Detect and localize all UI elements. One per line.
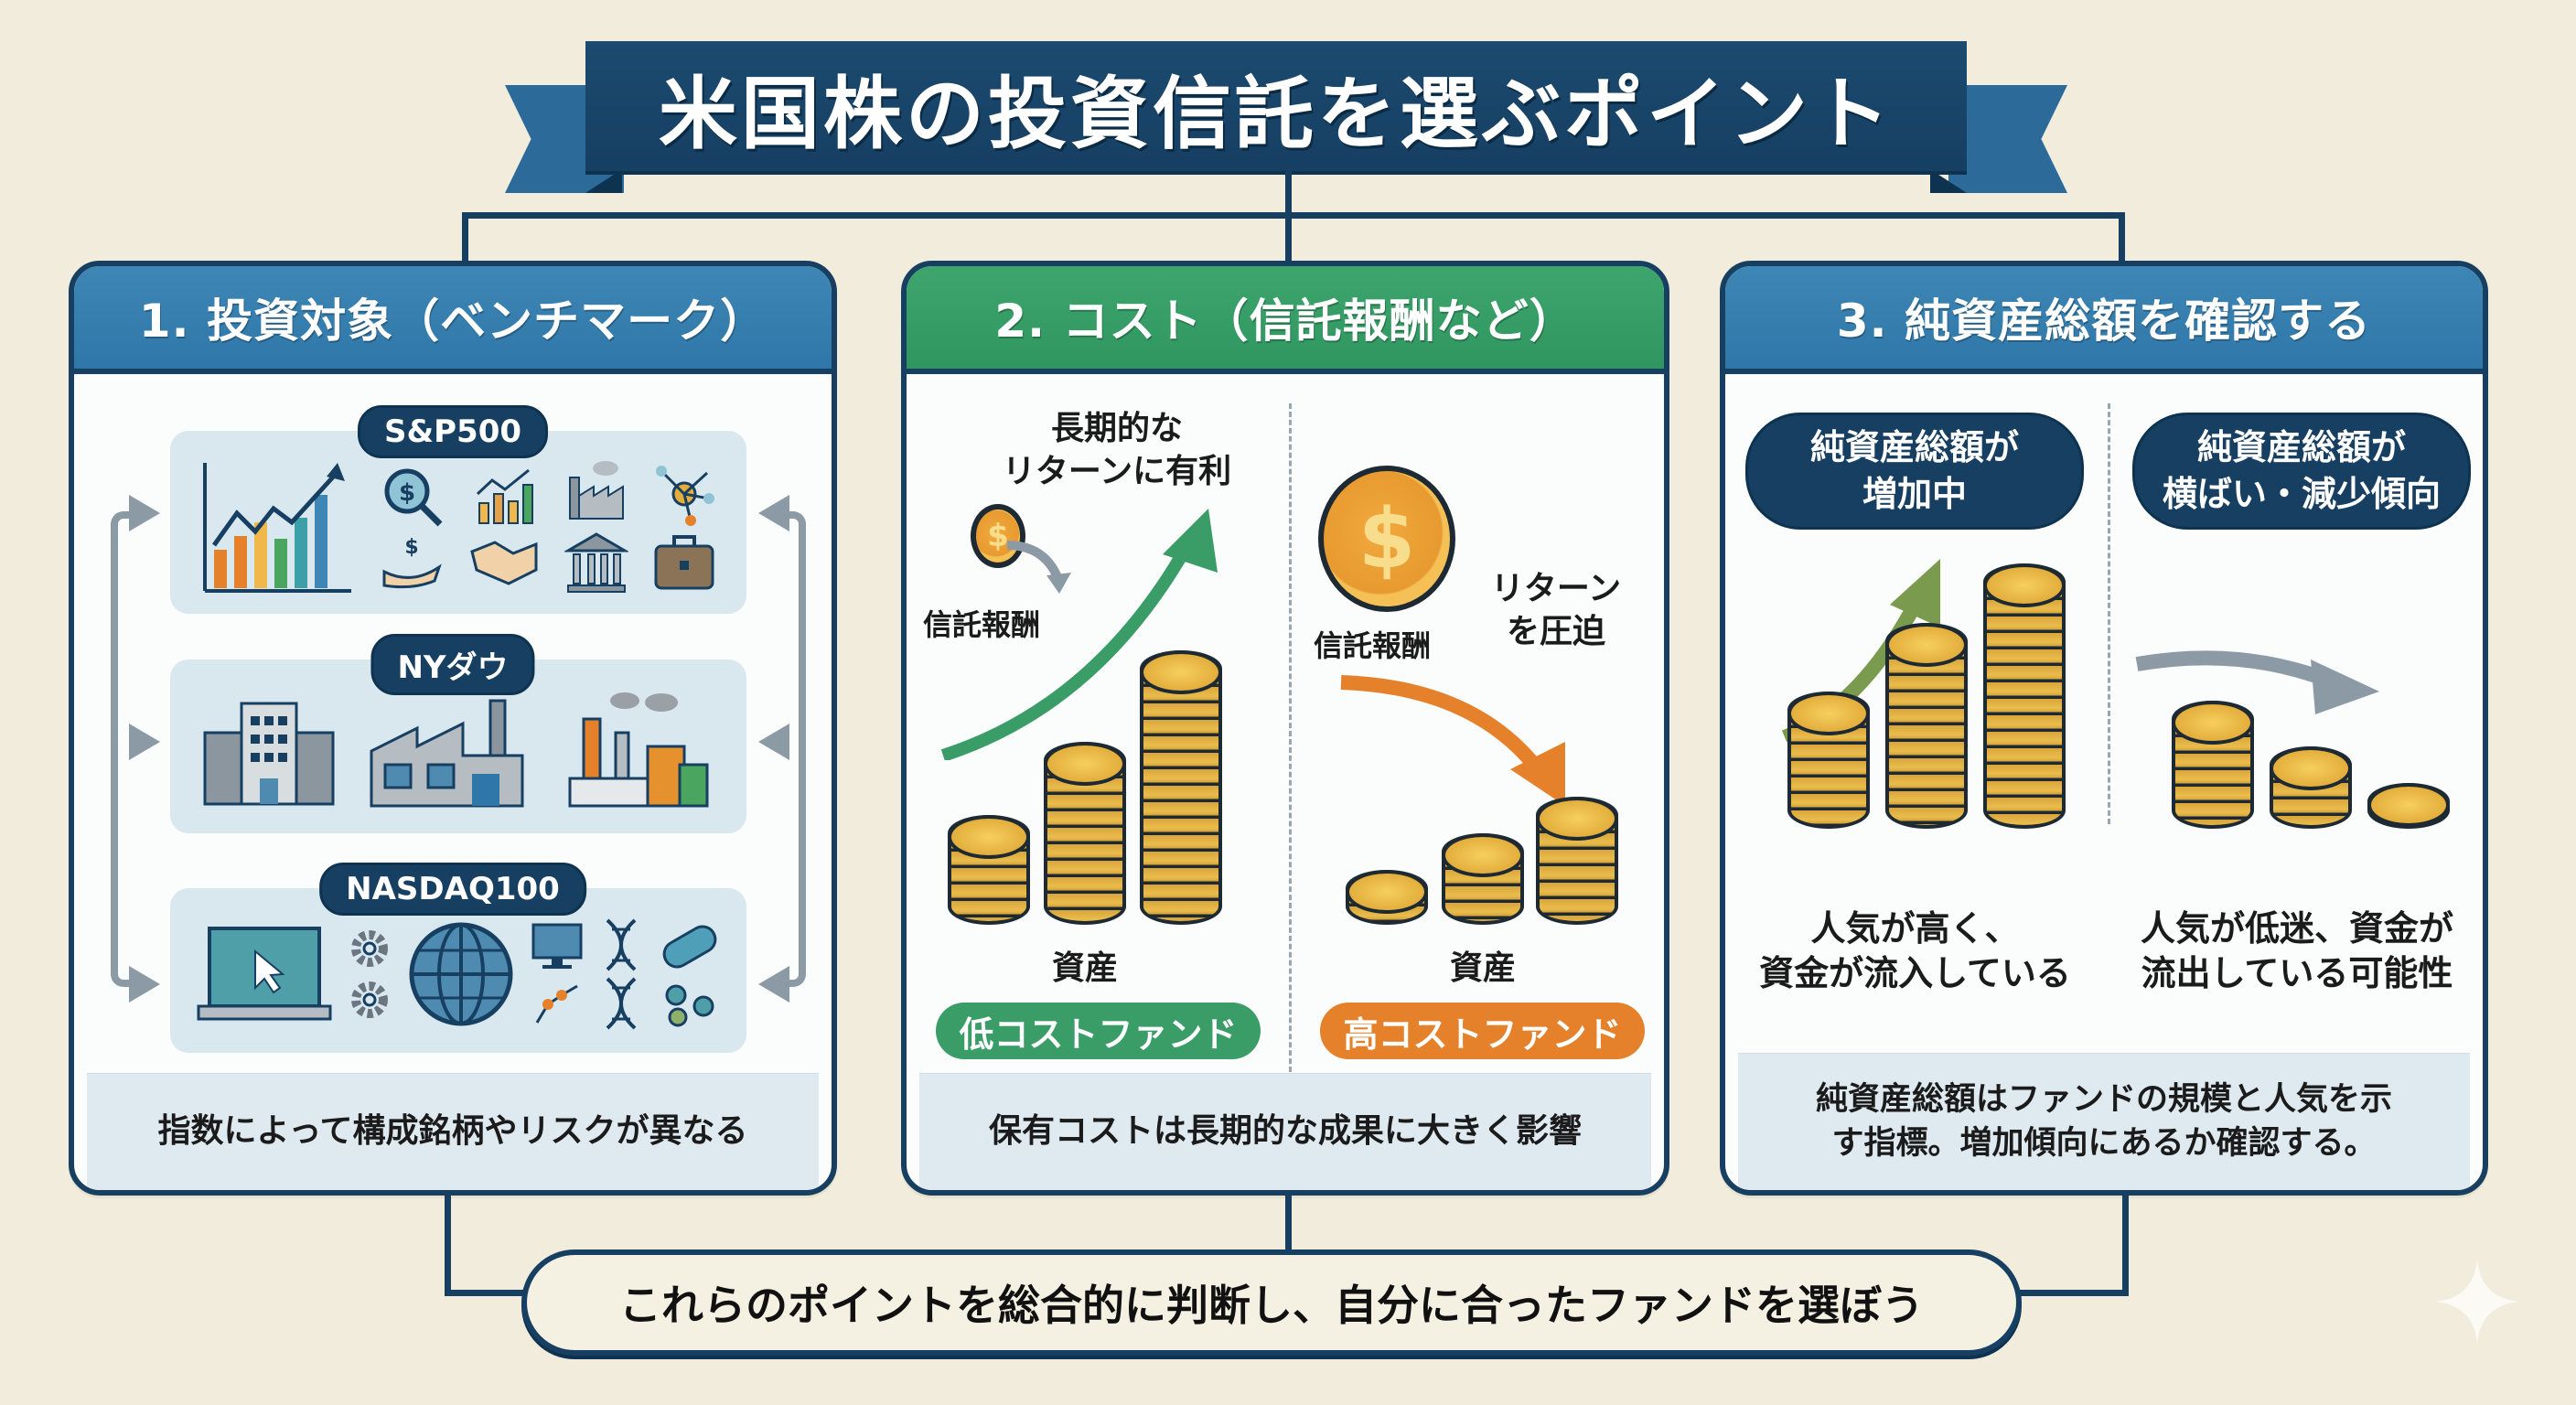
panel-title: 2. コスト（信託報酬など）: [994, 295, 1576, 348]
chart-up-icon: [476, 468, 533, 524]
high-asset-label: 資産: [1449, 949, 1516, 987]
decreasing-badge: 純資産総額が 横ばい・減少傾向: [2132, 413, 2471, 530]
small-coin-icon: $: [971, 504, 1025, 568]
panel-footer-text: 純資産総額はファンドの規模と人気を示 す指標。増加傾向にあるか確認する。: [1815, 1081, 2392, 1162]
arrow-left-icon: [758, 724, 789, 760]
dna-icon: [606, 918, 636, 971]
arrow-right-icon: [129, 495, 160, 531]
panel-header: 3. 純資産総額を確認する: [1725, 266, 2483, 374]
connector-top-horizontal: [462, 212, 2125, 219]
coin-stack-medium: [1044, 742, 1126, 925]
coin-stack-small: [2367, 783, 2450, 829]
dollar-hand-icon: $: [382, 536, 442, 589]
panel-title: 1. 投資対象（ベンチマーク）: [138, 295, 767, 348]
connector-bottom-left: [445, 1196, 451, 1296]
panel-footer: 指数によって構成銘柄やリスクが異なる: [87, 1073, 819, 1190]
dollar-search-icon: $: [384, 468, 443, 527]
coin-stack-large: [1536, 797, 1618, 925]
divider: [1289, 403, 1292, 1080]
summary-text: これらのポイントを総合的に判断し、自分に合ったファンドを選ぼう: [619, 1281, 1924, 1330]
factory-building-icon: [370, 699, 524, 808]
low-cost-fund-pill: 低コストファンド: [936, 1003, 1261, 1059]
coin-stack-small: [948, 815, 1030, 925]
large-coin-icon: $: [1318, 466, 1455, 612]
coin-stack-large: [1983, 563, 2066, 829]
robot-arm-icon: [535, 984, 578, 1024]
high-fee-label: 信託報酬: [1314, 628, 1432, 663]
panel-footer-text: 指数によって構成銘柄やリスクが異なる: [157, 1112, 748, 1151]
panel-footer: 保有コストは長期的な成果に大きく影響: [919, 1073, 1651, 1190]
coin-stack-medium: [1442, 833, 1524, 925]
high-cost-callout: リターン を圧迫: [1490, 570, 1622, 650]
industrial-plant-icon: [568, 692, 709, 808]
low-cost-callout: 長期的な リターンに有利: [1002, 410, 1232, 490]
decreasing-caption: 人気が低迷、資金が 流出している可能性: [2140, 908, 2453, 994]
connector-panel1: [462, 212, 468, 265]
title-banner: 米国株の投資信託を選ぶポイント: [585, 41, 1967, 171]
index-block-sp500: $ $: [170, 431, 746, 614]
bank-icon: [564, 532, 628, 593]
office-building-icon: [203, 702, 335, 806]
panel-footer-text: 保有コストは長期的な成果に大きく影響: [988, 1112, 1582, 1151]
decline-arrow-gray-icon: [2135, 650, 2379, 714]
network-icon: [656, 465, 714, 526]
index-label-nydow: NYダウ: [370, 634, 535, 695]
panel-benchmark: 1. 投資対象（ベンチマーク） $ $: [69, 261, 837, 1196]
svg-text:$: $: [399, 479, 415, 507]
connector-bottom-center: [1285, 1196, 1292, 1252]
coin-stack-medium: [2270, 746, 2352, 829]
dna-icon: [606, 977, 636, 1030]
index-block-nasdaq100: [170, 888, 746, 1053]
connector-bottom-left-h: [445, 1290, 527, 1296]
monitor-icon: [531, 923, 582, 969]
globe-icon: [409, 922, 512, 1026]
handshake-icon: [470, 540, 538, 585]
coin-stack-small: [1346, 870, 1428, 925]
capsule-icon: [662, 925, 716, 969]
arrow-left-icon: [758, 966, 789, 1003]
panel-footer: 純資産総額はファンドの規模と人気を示 す指標。増加傾向にあるか確認する。: [1738, 1053, 2470, 1190]
svg-text:$: $: [404, 536, 418, 559]
briefcase-icon: [654, 534, 714, 589]
coin-stack-medium: [1885, 623, 1968, 829]
cycle-arrow-left: [111, 511, 138, 987]
panel-cost: 2. コスト（信託報酬など） 長期的な リターンに有利 $ 信託報酬 資産 低コ…: [901, 261, 1669, 1196]
high-cost-fund-pill: 高コストファンド: [1320, 1003, 1645, 1059]
gear-icon: [350, 930, 388, 967]
increasing-badge: 純資産総額が 増加中: [1745, 413, 2084, 530]
divider: [2108, 403, 2110, 824]
cycle-arrow-right: [778, 511, 806, 987]
connector-bottom-right: [2122, 1196, 2129, 1296]
arrow-right-icon: [129, 966, 160, 1003]
panel-header: 1. 投資対象（ベンチマーク）: [74, 266, 832, 374]
increasing-caption: 人気が高く、 資金が流入している: [1759, 908, 2071, 994]
coin-stack-small: [1787, 692, 1870, 829]
index-label-nasdaq100: NASDAQ100: [319, 863, 586, 916]
page-title: 米国株の投資信託を選ぶポイント: [659, 68, 1894, 160]
connector-panel3: [2119, 212, 2125, 265]
panel-title: 3. 純資産総額を確認する: [1836, 295, 2372, 348]
gear-icon: [350, 981, 388, 1018]
connector-panel2: [1285, 212, 1292, 265]
low-fee-label: 信託報酬: [923, 607, 1041, 642]
arrow-left-icon: [758, 495, 789, 531]
bar-chart-up-icon: [203, 463, 351, 593]
low-asset-label: 資産: [1051, 949, 1118, 987]
summary-banner: これらのポイントを総合的に判断し、自分に合ったファンドを選ぼう: [521, 1249, 2022, 1356]
panel-net-assets: 3. 純資産総額を確認する 純資産総額が 増加中 人気が高く、 資金が流入してい…: [1720, 261, 2488, 1196]
coin-stack-large: [2172, 701, 2254, 829]
laptop-cursor-icon: [197, 927, 331, 1021]
panel-header: 2. コスト（信託報酬など）: [907, 266, 1664, 374]
connector-bottom-right-h: [2017, 1290, 2129, 1296]
arrow-right-icon: [129, 724, 160, 760]
decline-arrow-orange-icon: [1340, 675, 1565, 806]
molecule-icon: [665, 984, 714, 1027]
index-label-sp500: S&P500: [357, 405, 549, 458]
sparkle-icon: [2435, 1260, 2519, 1344]
growth-arrow-green-icon: [940, 509, 1218, 760]
factory-icon: [569, 461, 624, 520]
curved-arrow-gray-icon: [1006, 541, 1071, 594]
coin-stack-large: [1140, 650, 1222, 925]
connector-top-vertical: [1285, 171, 1292, 219]
